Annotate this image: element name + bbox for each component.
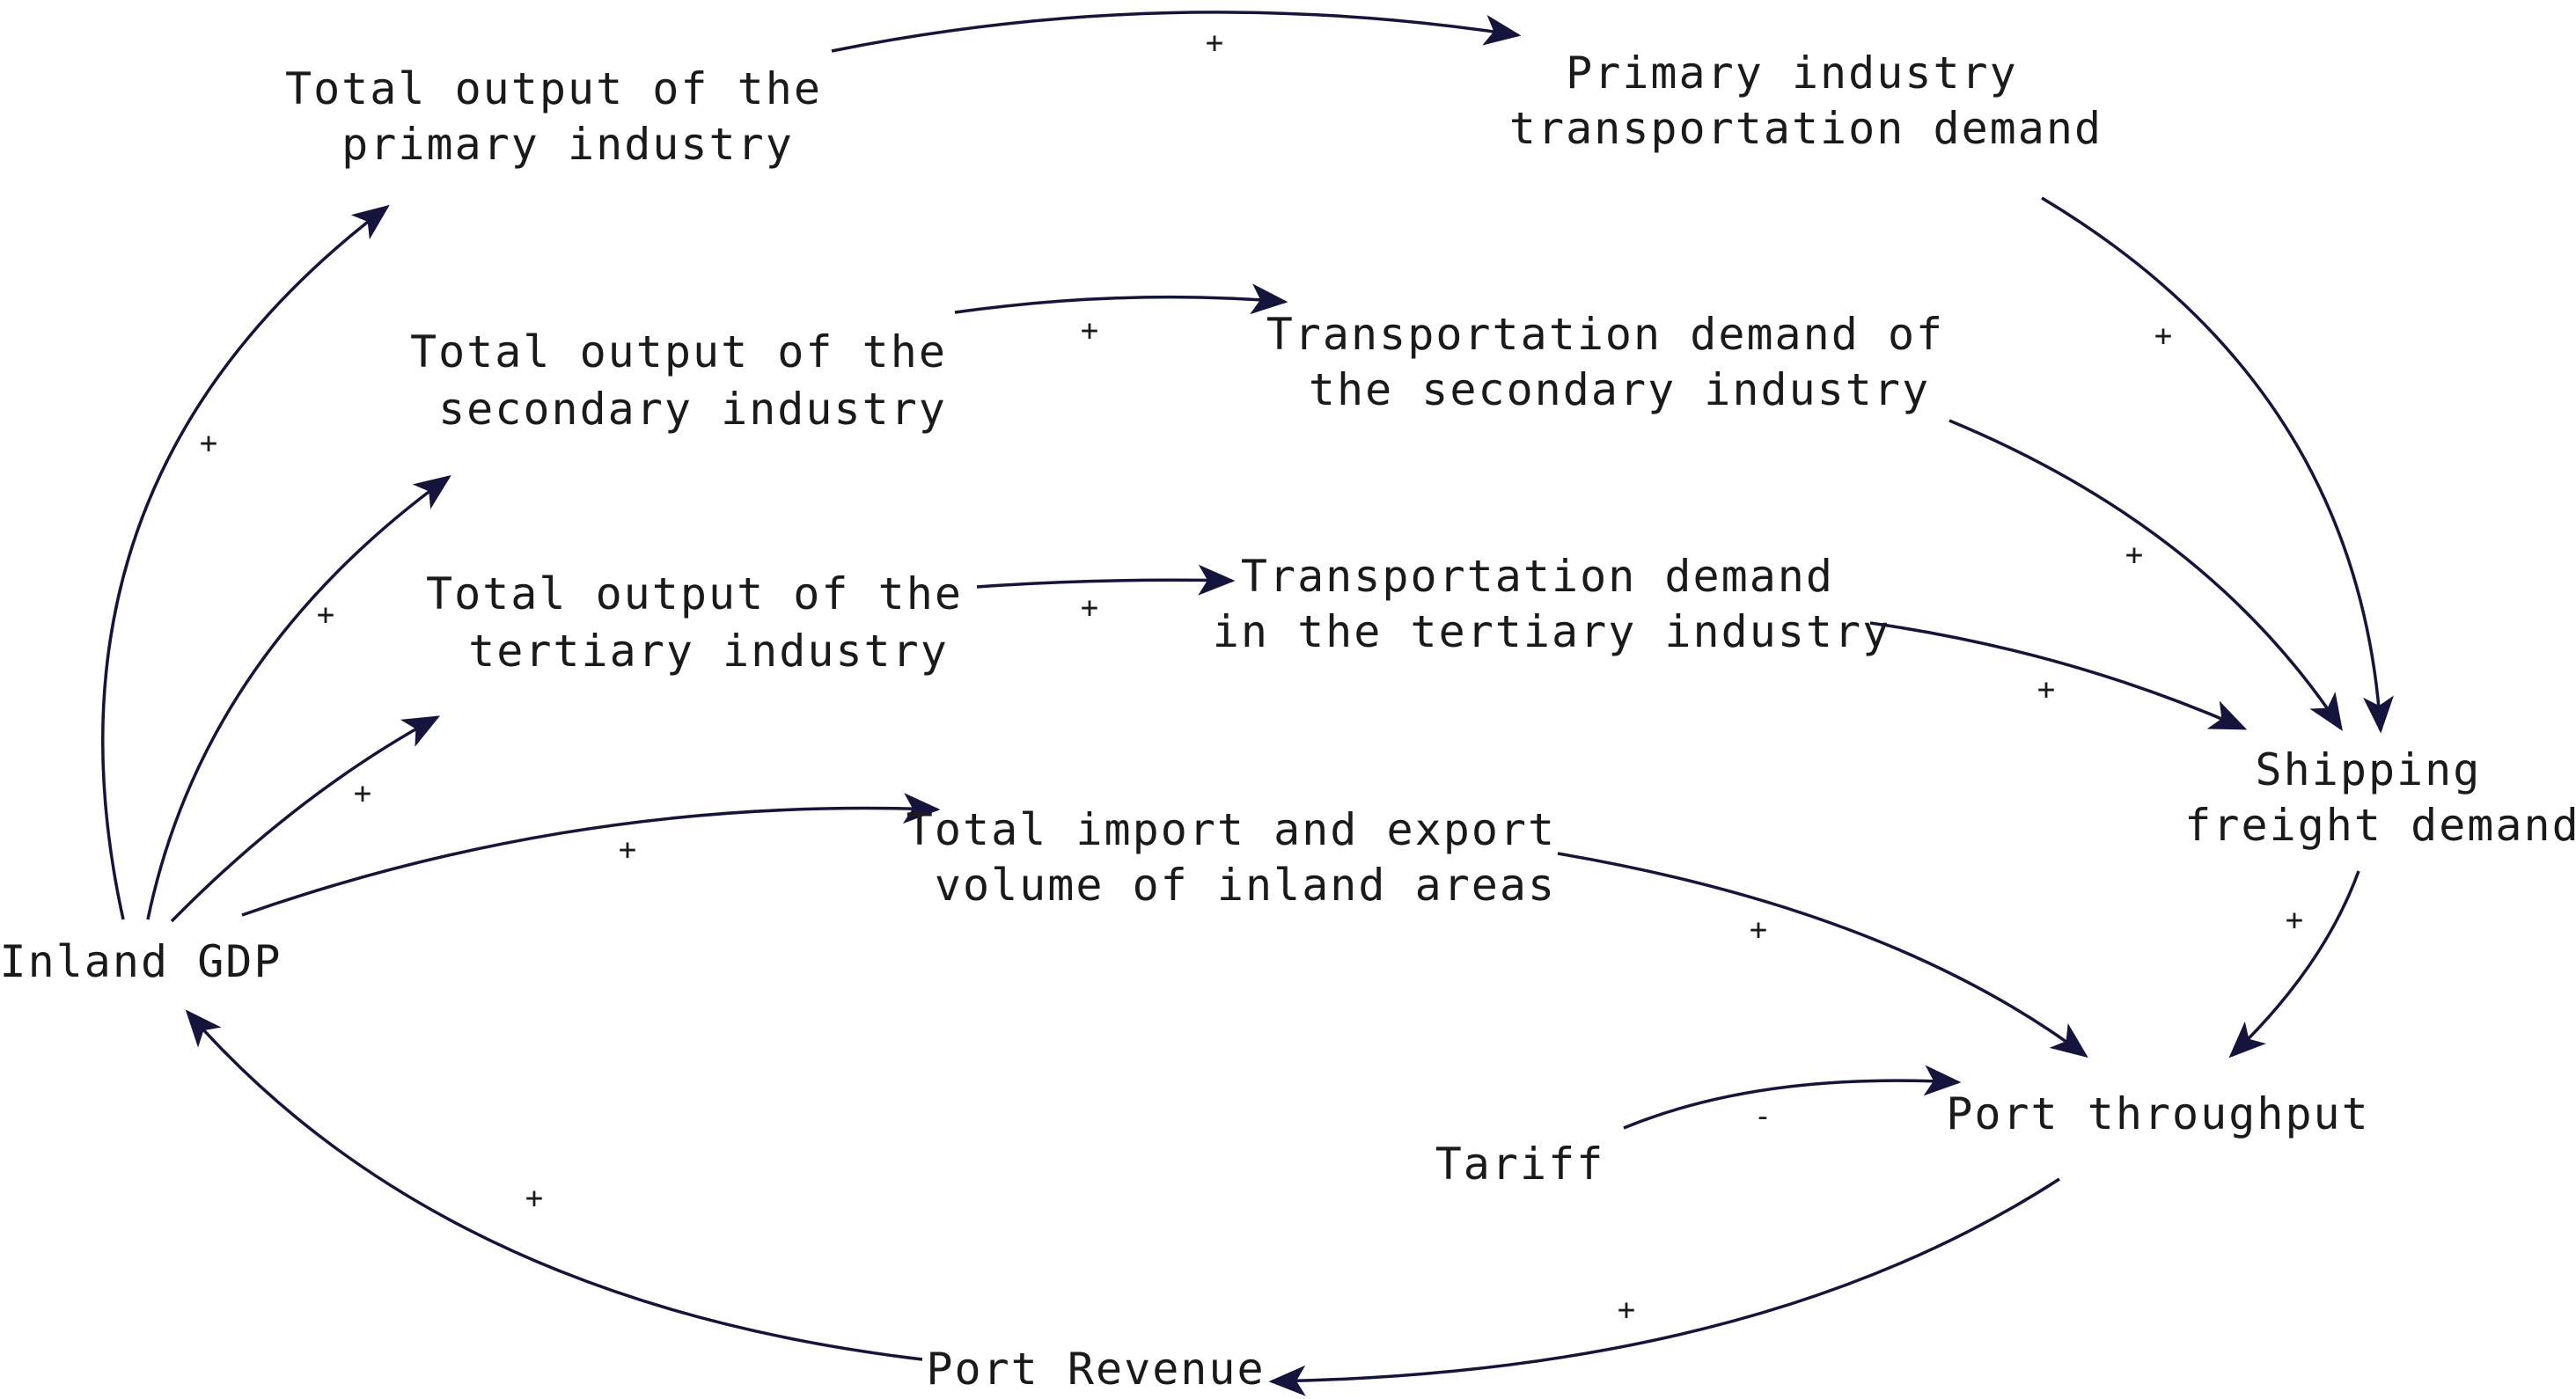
node-import-export: Total import and export volume of inland… xyxy=(906,804,1584,911)
polarity-label: - xyxy=(1754,1099,1772,1134)
link-shipping-to-throughput xyxy=(2228,870,2360,1058)
link-gdp-to-tertiary-output xyxy=(170,715,441,923)
polarity-label: + xyxy=(525,1181,543,1216)
nodes-layer: Total output of the primary industry Pri… xyxy=(0,48,2576,1395)
polarity-label: + xyxy=(1206,26,1223,61)
node-secondary-transport: Transportation demand of the secondary i… xyxy=(1266,309,1973,415)
node-secondary-output: Total output of the secondary industry xyxy=(410,326,975,435)
polarity-label: + xyxy=(2037,672,2055,707)
node-primary-output: Total output of the primary industry xyxy=(285,63,850,170)
link-throughput-to-revenue xyxy=(1268,1177,2060,1396)
node-inland-gdp: Inland GDP xyxy=(0,936,283,987)
node-primary-transport: Primary industry transportation demand xyxy=(1509,48,2103,154)
link-secondary-transport-to-shipping xyxy=(1949,419,2343,731)
link-gdp-to-primary-output xyxy=(101,204,390,920)
polarity-label: + xyxy=(317,597,334,633)
node-port-revenue: Port Revenue xyxy=(926,1344,1265,1395)
node-tertiary-transport: Transportation demand in the tertiary in… xyxy=(1213,551,1890,657)
link-gdp-to-secondary-output xyxy=(146,474,451,920)
polarity-label: + xyxy=(619,832,636,868)
link-primary-output-to-primary-transport xyxy=(831,11,1522,53)
node-tariff: Tariff xyxy=(1435,1139,1605,1190)
polarity-label: + xyxy=(2154,319,2172,354)
link-tariff-to-throughput xyxy=(1623,1065,1962,1130)
link-gdp-to-import-export xyxy=(241,793,941,917)
links-layer xyxy=(101,11,2394,1396)
polarity-label: + xyxy=(1750,912,1767,948)
node-tertiary-output: Total output of the tertiary industry xyxy=(426,568,991,677)
node-shipping-demand: Shipping freight demand xyxy=(2184,744,2576,851)
link-secondary-output-to-secondary-transport xyxy=(954,283,1288,315)
link-tertiary-transport-to-shipping xyxy=(1869,621,2248,730)
polarity-label: + xyxy=(1618,1293,1635,1328)
polarity-label: + xyxy=(2286,903,2303,938)
polarity-label: + xyxy=(200,426,217,461)
polarity-label: + xyxy=(1081,313,1098,348)
link-import-export-to-throughput xyxy=(1557,852,2088,1058)
node-port-throughput: Port throughput xyxy=(1946,1088,2370,1139)
link-tertiary-output-to-tertiary-transport xyxy=(976,564,1236,596)
polarity-label: + xyxy=(2125,538,2143,573)
link-primary-transport-to-shipping xyxy=(2041,196,2394,734)
link-revenue-to-gdp xyxy=(185,1009,923,1361)
polarity-label: + xyxy=(354,776,371,811)
polarity-label: + xyxy=(1081,590,1098,626)
polarity-layer: + + + + + + + + + + + + - + + xyxy=(200,26,2303,1328)
